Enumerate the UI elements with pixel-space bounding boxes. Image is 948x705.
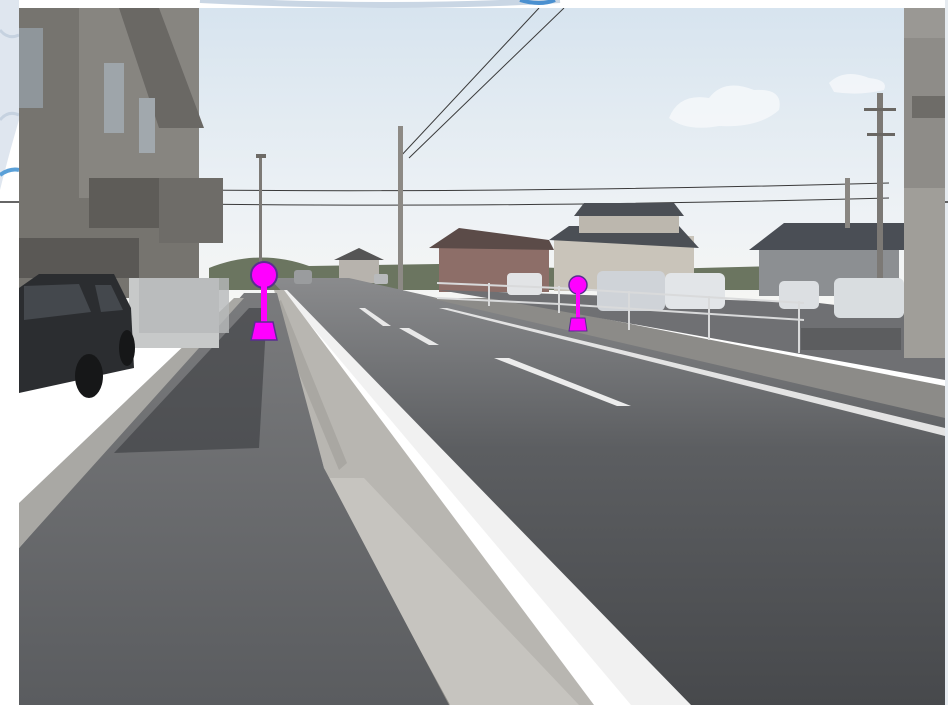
road	[269, 278, 945, 705]
street-photo	[19, 8, 945, 705]
building-shadow	[114, 308, 267, 453]
utility-pole	[398, 126, 403, 296]
utility-pole	[877, 93, 883, 283]
parking-lot	[439, 290, 945, 380]
lane-dash	[494, 358, 631, 406]
lane-dash	[399, 328, 439, 345]
cloud	[669, 85, 780, 128]
power-lines	[198, 8, 890, 206]
street-light-pole	[259, 156, 262, 286]
left-fence	[139, 278, 229, 333]
person-marker-near-sidewalk	[250, 261, 278, 341]
lane-dash	[359, 308, 391, 326]
apartment-building	[19, 8, 223, 348]
lane-line-right	[439, 308, 945, 436]
right-curb	[429, 298, 945, 418]
parked-car	[19, 274, 135, 398]
left-gutter	[19, 298, 244, 548]
curb	[274, 290, 594, 705]
sidewalk	[19, 293, 449, 705]
edge-line	[281, 290, 691, 705]
right-fence	[436, 282, 805, 353]
right-building	[904, 8, 945, 358]
cloud	[829, 74, 885, 94]
person-marker-far-median	[568, 275, 588, 332]
